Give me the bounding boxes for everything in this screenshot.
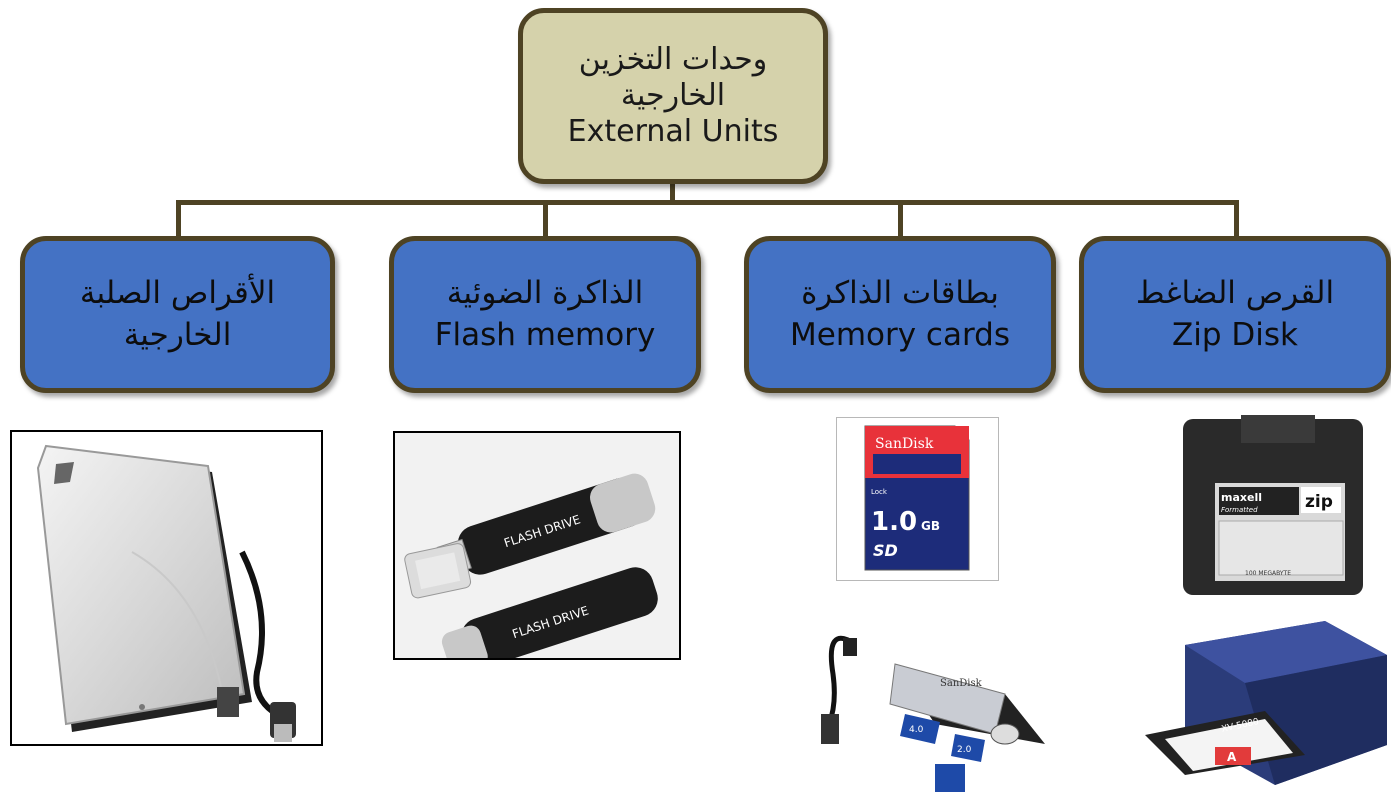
- zip-disk-image: maxell Formatted zip 100 MEGABYTE: [1181, 413, 1391, 599]
- sd-unit-label: GB: [921, 519, 940, 533]
- drive-disk-letter: A: [1227, 750, 1237, 764]
- node-flash-arabic: الذاكرة الضوئية: [446, 274, 644, 311]
- sd-capacity-label: 1.0: [871, 507, 917, 537]
- node-flash-memory: الذاكرة الضوئية Flash memory: [389, 236, 701, 393]
- node-hard-disk-line-1: الأقراص الصلبة: [79, 274, 276, 311]
- connector-drop-1: [176, 200, 181, 238]
- node-zip-arabic: القرص الضاغط: [1135, 274, 1335, 311]
- zip-drive-image: A XV-5080: [1125, 615, 1391, 799]
- connector-trunk: [670, 182, 675, 204]
- connector-drop-3: [898, 200, 903, 238]
- root-node-external-units: وحدات التخزين الخارجية External Units: [518, 8, 828, 184]
- zip-formatted-label: Formatted: [1221, 506, 1258, 514]
- external-hard-disk-image: [10, 430, 323, 746]
- sd-lock-label: Lock: [871, 488, 888, 496]
- node-memory-cards-arabic: بطاقات الذاكرة: [801, 274, 999, 311]
- node-flash-english: Flash memory: [434, 316, 656, 353]
- sd-brand-label: SanDisk: [875, 436, 934, 452]
- node-memory-cards-english: Memory cards: [790, 316, 1010, 353]
- zip-size-label: 100 MEGABYTE: [1245, 570, 1291, 577]
- zip-logo-label: zip: [1305, 492, 1333, 512]
- connector-bus: [176, 200, 1239, 205]
- connector-drop-2: [543, 200, 548, 238]
- sd-card-image: SanDisk Lock 1.0 GB SD: [836, 417, 999, 581]
- card-reader-image: SanDisk 4.0 2.0: [815, 614, 1052, 797]
- connector-drop-4: [1234, 200, 1239, 238]
- reader-card-1-label: 4.0: [909, 725, 924, 735]
- node-memory-cards: بطاقات الذاكرة Memory cards: [744, 236, 1056, 393]
- node-zip-english: Zip Disk: [1172, 316, 1298, 353]
- sd-logo: SD: [873, 541, 898, 560]
- node-external-hard-disks: الأقراص الصلبة الخارجية: [20, 236, 335, 393]
- node-hard-disk-line-2: الخارجية: [123, 316, 232, 353]
- node-zip-disk: القرص الضاغط Zip Disk: [1079, 236, 1391, 393]
- root-arabic-line-1: وحدات التخزين: [578, 42, 768, 77]
- flash-memory-image: FLASH DRIVE FLASH DRIVE: [393, 431, 681, 660]
- zip-brand-label: maxell: [1221, 491, 1262, 504]
- reader-card-2-label: 2.0: [957, 745, 972, 755]
- root-english-label: External Units: [567, 114, 779, 149]
- reader-brand-label: SanDisk: [940, 678, 983, 689]
- root-arabic-line-2: الخارجية: [620, 78, 726, 113]
